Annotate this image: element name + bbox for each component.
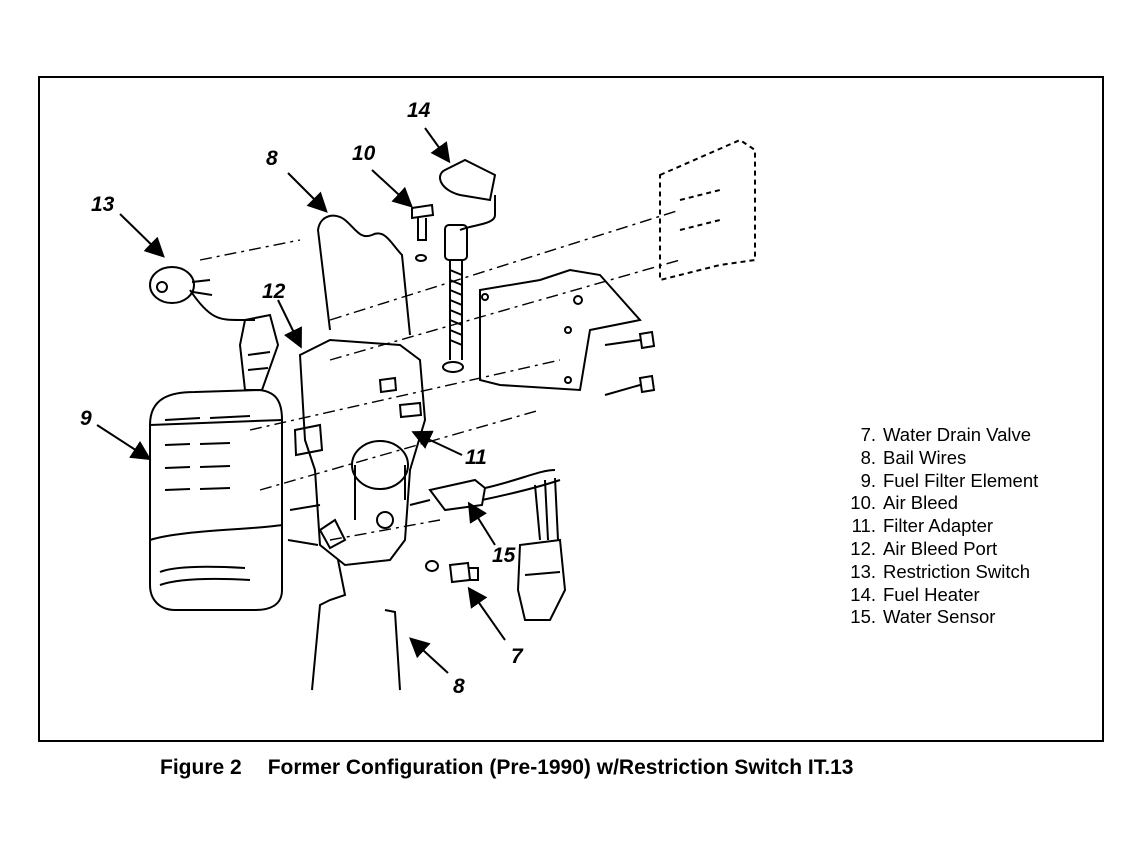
water-sensor — [409, 469, 567, 621]
legend-item: 8.Bail Wires — [860, 446, 967, 468]
restriction-switch — [149, 266, 280, 391]
legend-item: 14.Fuel Heater — [850, 583, 980, 605]
figure-frame — [38, 76, 1104, 742]
filter-adapter — [293, 338, 427, 567]
legend-item: 12.Air Bleed Port — [850, 537, 998, 559]
air-bleed — [411, 203, 435, 262]
callout-11: 11 — [465, 446, 487, 469]
adapter-bracket — [479, 268, 642, 392]
mounting-bracket — [659, 138, 756, 282]
bail-wire-top — [316, 214, 411, 336]
callout-8-bottom: 8 — [453, 675, 465, 698]
callout-arrows — [96, 127, 506, 674]
callout-14: 14 — [407, 99, 431, 122]
legend-item: 13.Restriction Switch — [850, 560, 1031, 582]
figure-number: Figure 2 — [160, 756, 242, 779]
callout-9: 9 — [80, 407, 92, 430]
legend-item: 11.Filter Adapter — [851, 515, 994, 537]
figure-caption: Figure 2 Former Configuration (Pre-1990) … — [160, 756, 853, 780]
callout-13: 13 — [91, 193, 115, 216]
fuel-filter-element — [149, 388, 283, 611]
bracket-bolts — [604, 330, 656, 396]
legend-item: 7.Water Drain Valve — [860, 424, 1032, 445]
figure-title: Former Configuration (Pre-1990) w/Restri… — [267, 756, 854, 779]
alignment-lines — [199, 209, 681, 541]
callout-7: 7 — [511, 645, 523, 668]
callout-15: 15 — [492, 544, 516, 567]
bail-wire-bottom — [311, 559, 401, 691]
water-drain-valve — [425, 560, 479, 584]
legend-item: 9.Fuel Filter Element — [860, 469, 1039, 491]
callout-8-top: 8 — [266, 147, 278, 170]
parts-legend: 7.Water Drain Valve 8.Bail Wires 9.Fuel … — [838, 424, 1038, 629]
legend-item: 10.Air Bleed — [850, 492, 959, 514]
adapter-edge-lines — [287, 504, 321, 546]
callout-10: 10 — [352, 142, 376, 165]
legend-item: 15.Water Sensor — [850, 606, 996, 628]
callout-12: 12 — [262, 280, 286, 303]
fuel-heater — [439, 158, 497, 373]
